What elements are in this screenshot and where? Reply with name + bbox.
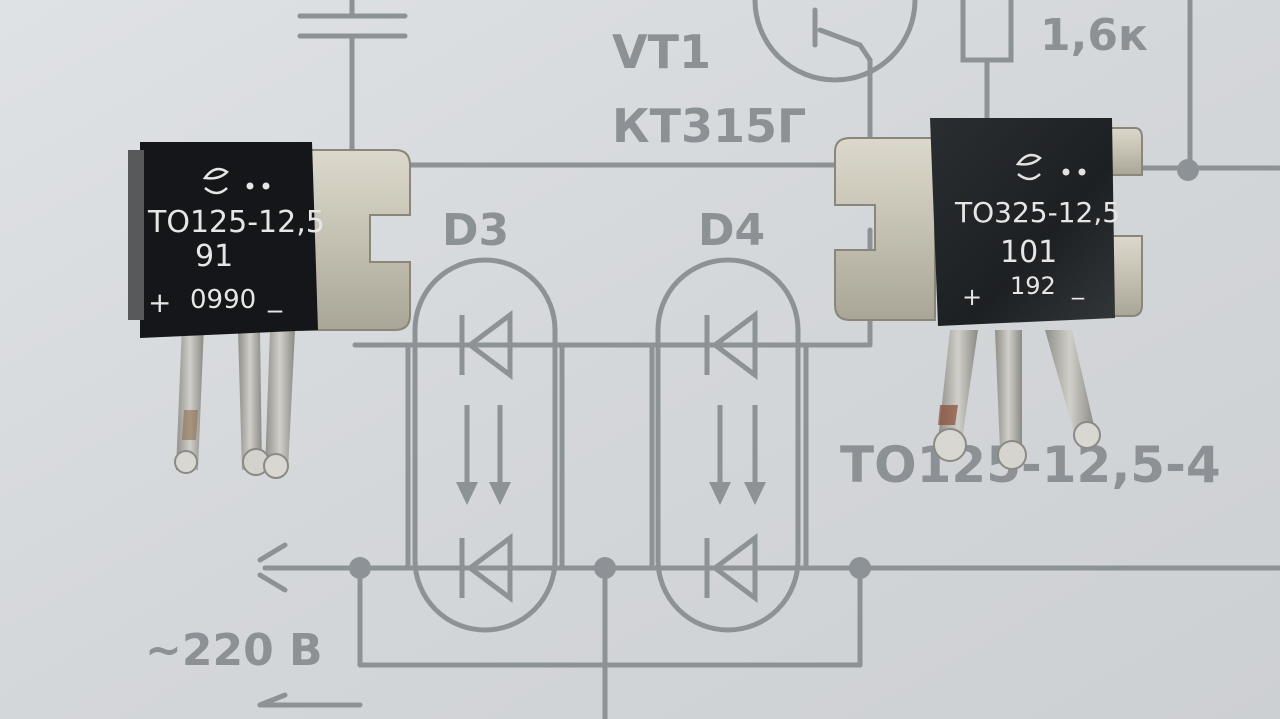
lead-right-2: [995, 330, 1022, 450]
chip-code-left: 91: [195, 239, 233, 274]
resistor-value-label: 1,6к: [1040, 10, 1148, 61]
manufacturer-logo-icon-left: [202, 167, 229, 195]
lead-right-3: [1045, 330, 1095, 436]
diode-symbols: [459, 310, 758, 603]
chip-model-right: ТО325-12,5: [954, 196, 1120, 229]
chip-body-left: [140, 142, 318, 338]
chip-batch-left: 0990: [190, 285, 256, 315]
junction-dots: [349, 159, 1199, 579]
package-label: ТО125-12,5-4: [840, 436, 1221, 494]
chip-code-right: 101: [1000, 235, 1057, 270]
lead-left-3: [265, 330, 295, 470]
manufacturer-logo-icon-right: [1015, 153, 1042, 181]
chip-plus-right: +: [962, 283, 982, 311]
metal-tab-left: [299, 149, 411, 331]
transistor-ref-label: VT1: [612, 25, 711, 79]
component-right: ТО325-12,5 101 + 192 _: [834, 118, 1143, 470]
mains-voltage-label: ~220 В: [145, 625, 323, 676]
diode-right-label: D4: [698, 205, 765, 256]
chip-minus-left: _: [267, 280, 283, 313]
metal-tab-right: [834, 137, 936, 321]
transistor-type-label: КТ315Г: [612, 99, 806, 153]
chip-minus-right: _: [1071, 272, 1085, 300]
chip-plus-left: +: [148, 286, 171, 319]
lead-left-2: [238, 330, 262, 470]
component-left: ТО125-12,5 91 + 0990 _: [128, 142, 411, 479]
chip-batch-right: 192: [1010, 272, 1056, 300]
diode-left-label: D3: [442, 205, 509, 256]
chip-model-left: ТО125-12,5: [147, 205, 325, 240]
arrow-heads: [456, 482, 766, 505]
